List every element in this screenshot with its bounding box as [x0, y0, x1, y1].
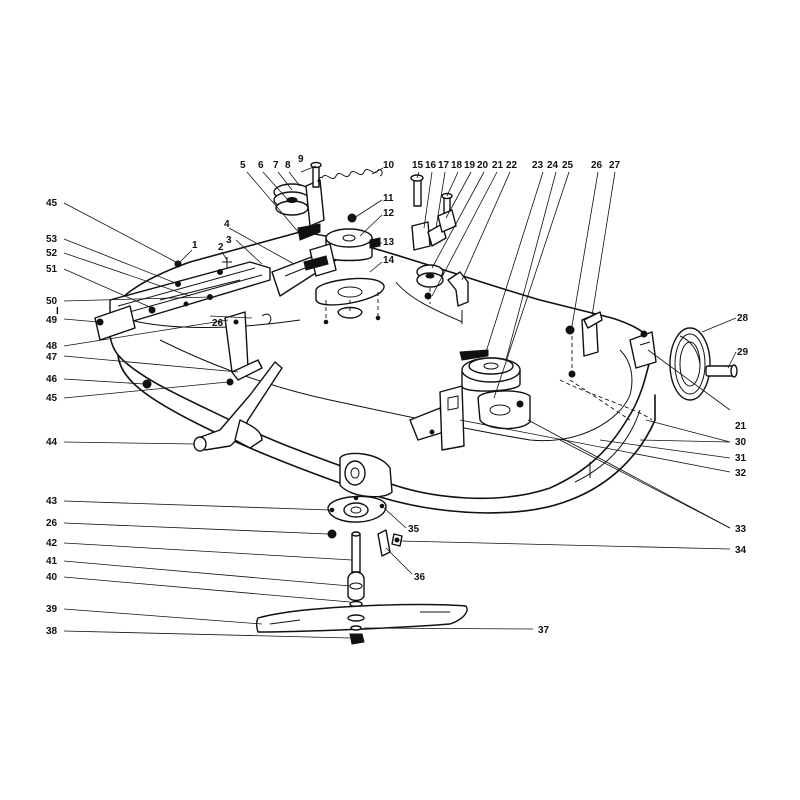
- right-bracket: [565, 311, 603, 378]
- label-34: 34: [735, 545, 747, 556]
- label-40: 40: [46, 572, 58, 583]
- label-39: 39: [46, 604, 58, 615]
- clip-26-left: [261, 313, 272, 325]
- label-24: 24: [547, 160, 559, 171]
- label-12: 12: [383, 208, 395, 219]
- label-48: 48: [46, 341, 58, 352]
- label-29: 29: [737, 347, 749, 358]
- center-spindle-pulley: [303, 213, 385, 325]
- label-7: 7: [273, 160, 279, 171]
- label-19: 19: [464, 160, 476, 171]
- callout-labels-left: 45 53 52 51 50 I 49 48 47 46 45 44 26 43…: [46, 198, 224, 637]
- label-52: 52: [46, 248, 58, 259]
- label-50: 50: [46, 296, 58, 307]
- front-pivot-bracket: [339, 452, 393, 498]
- label-28: 28: [737, 313, 749, 324]
- label-41: 41: [46, 556, 58, 567]
- left-support-bracket: [224, 311, 263, 381]
- label-47: 47: [46, 352, 58, 363]
- hitch-arm: [193, 361, 283, 452]
- gauge-wheel: [669, 327, 738, 401]
- label-5: 5: [240, 160, 246, 171]
- leader-lines: [63, 165, 737, 639]
- label-30: 30: [735, 437, 747, 448]
- label-26-left: 26: [212, 318, 224, 329]
- blade-spindle-assembly: [255, 495, 468, 645]
- label-33: 33: [735, 524, 747, 535]
- label-22: 22: [506, 160, 518, 171]
- label-51: 51: [46, 264, 58, 275]
- label-21-right: 21: [735, 421, 747, 432]
- label-45-top: 45: [46, 198, 58, 209]
- callout-labels-right: 28 29 21 30 31 32 33 34 35 36 37: [408, 313, 749, 636]
- label-38: 38: [46, 626, 58, 637]
- label-45-lower: 45: [46, 393, 58, 404]
- label-13: 13: [383, 237, 395, 248]
- label-26-lower: 26: [46, 518, 58, 529]
- right-idler-group: [395, 174, 469, 324]
- label-1: 1: [192, 240, 198, 251]
- label-2: 2: [218, 242, 224, 253]
- label-I: I: [56, 306, 59, 317]
- label-11: 11: [383, 193, 394, 204]
- label-43: 43: [46, 496, 58, 507]
- label-35: 35: [408, 524, 420, 535]
- label-42: 42: [46, 538, 58, 549]
- label-20: 20: [477, 160, 489, 171]
- label-23: 23: [532, 160, 544, 171]
- label-32: 32: [735, 468, 747, 479]
- label-14: 14: [383, 255, 395, 266]
- label-21-top: 21: [492, 160, 504, 171]
- nut-1: [174, 260, 182, 268]
- label-9: 9: [298, 154, 304, 165]
- idler-pulley-group-5-9: [273, 161, 325, 241]
- label-37: 37: [538, 625, 550, 636]
- callout-labels-top: 1 2 3 4 5 6 7 8 9 10 11 12 13 14 15 16 1…: [192, 154, 621, 266]
- label-10: 10: [383, 160, 395, 171]
- label-49: 49: [46, 315, 58, 326]
- label-6: 6: [258, 160, 264, 171]
- label-27: 27: [609, 160, 621, 171]
- label-8: 8: [285, 160, 291, 171]
- label-15: 15: [412, 160, 424, 171]
- label-16: 16: [425, 160, 437, 171]
- label-17: 17: [438, 160, 450, 171]
- label-46: 46: [46, 374, 58, 385]
- label-36: 36: [414, 572, 426, 583]
- right-spindle-pulley: [409, 349, 531, 451]
- label-53: 53: [46, 234, 58, 245]
- label-18: 18: [451, 160, 463, 171]
- label-25: 25: [562, 160, 574, 171]
- wheel-bracket: [629, 330, 657, 369]
- label-26-top: 26: [591, 160, 603, 171]
- tension-spring: [317, 168, 383, 183]
- label-3: 3: [226, 235, 232, 246]
- label-4: 4: [224, 219, 230, 230]
- belt-path: [559, 379, 653, 421]
- bolt-2: [222, 257, 232, 268]
- label-31: 31: [735, 453, 747, 464]
- label-44: 44: [46, 437, 58, 448]
- bolt-46: [142, 379, 152, 389]
